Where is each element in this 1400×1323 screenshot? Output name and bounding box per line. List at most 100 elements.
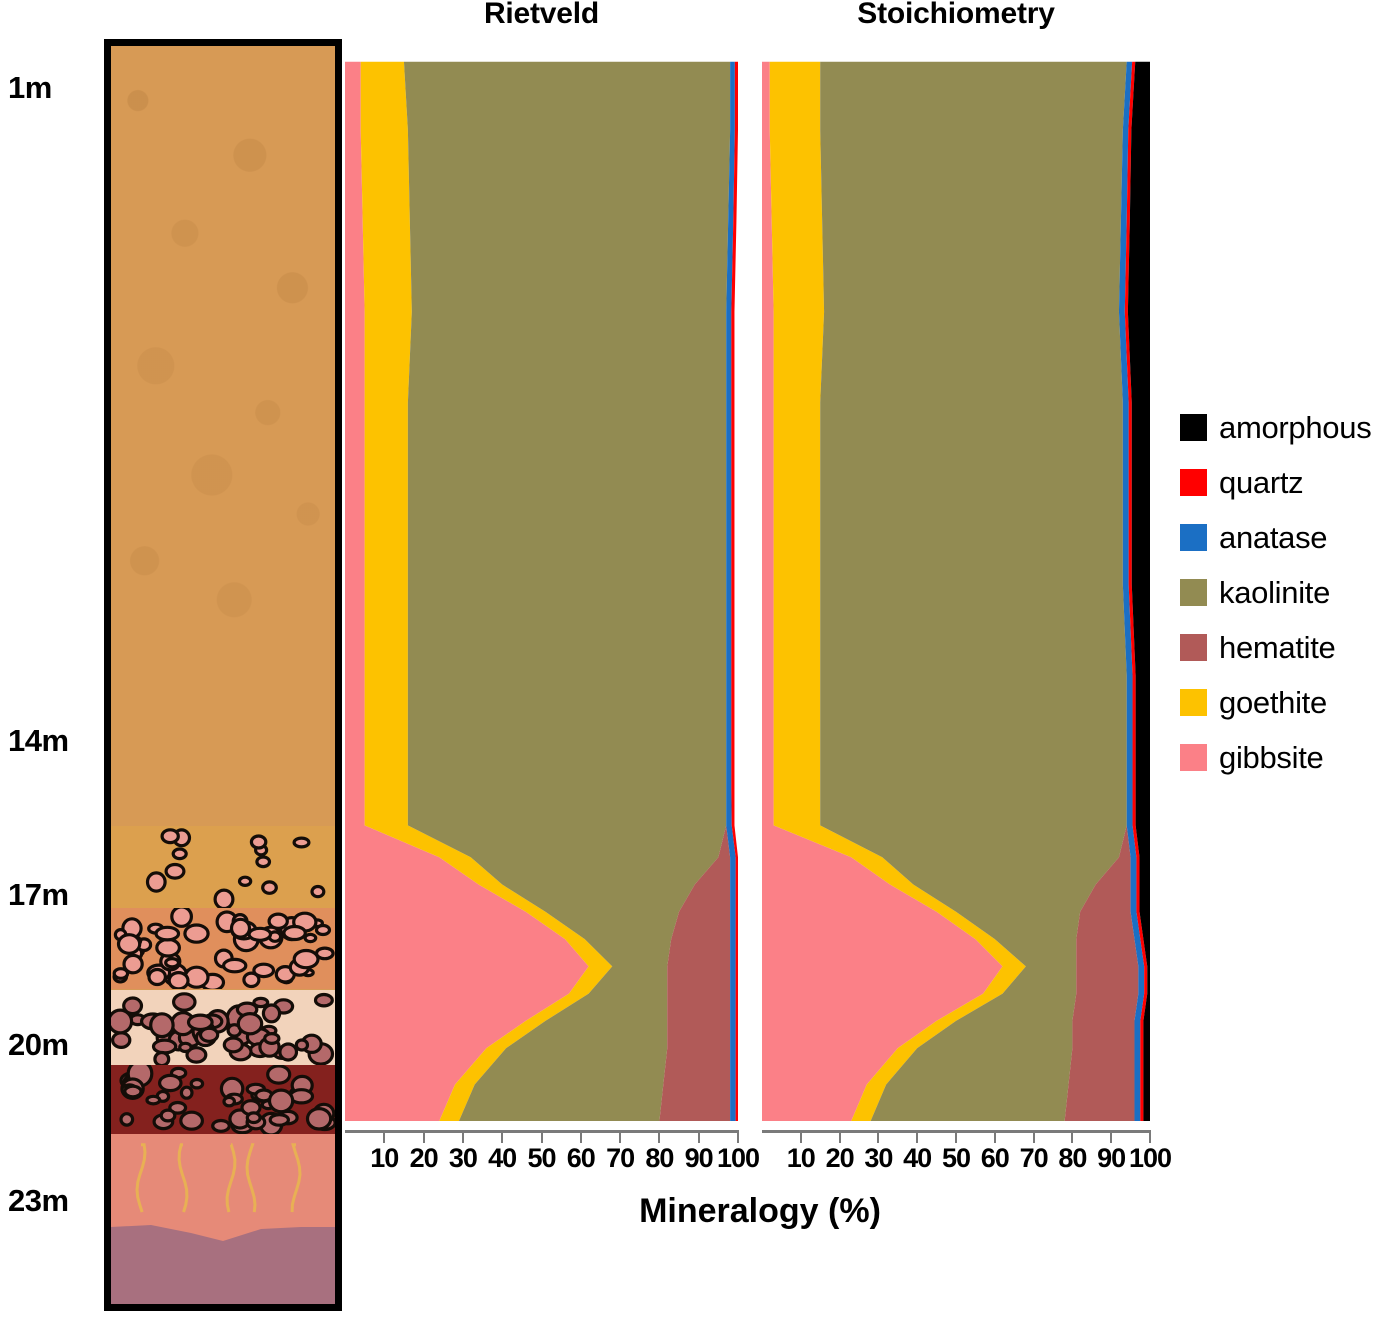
tick-mark-50 <box>540 1130 543 1143</box>
area-quartz <box>731 61 738 1121</box>
tick-label-40: 40 <box>488 1143 517 1173</box>
legend-item-goethite[interactable]: goethite <box>1180 675 1395 730</box>
tick-label-50: 50 <box>527 1143 556 1173</box>
legend-swatch-kaolinite <box>1180 579 1207 606</box>
core-log-column <box>104 39 342 1311</box>
legend-item-amorphous[interactable]: amorphous <box>1180 400 1395 455</box>
chart-panel-rietveld <box>345 39 738 1130</box>
area-kaolinite <box>403 61 731 1121</box>
tick-mark-70 <box>619 1130 622 1143</box>
tick-label-90: 90 <box>1097 1143 1126 1173</box>
area-amorphous <box>1127 61 1150 1121</box>
core-layer-hematitic-nodular-zone <box>111 1064 335 1135</box>
core-layer-pisolitic-zone <box>111 907 335 990</box>
area-goethite <box>360 61 613 1121</box>
tick-mark-80 <box>658 1130 661 1143</box>
area-anatase <box>1118 61 1145 1121</box>
tick-mark-40 <box>916 1130 919 1143</box>
tick-mark-100 <box>1149 1130 1151 1143</box>
tick-label-100: 100 <box>716 1143 760 1173</box>
legend-label-goethite: goethite <box>1219 684 1327 720</box>
tick-label-70: 70 <box>606 1143 635 1173</box>
legend-label-anatase: anatase <box>1219 519 1328 555</box>
depth-label-23m: 23m <box>8 1183 69 1218</box>
panel-title-rietveld: Rietveld <box>483 0 600 30</box>
tick-mark-20 <box>422 1130 425 1143</box>
core-layer-basal-saprolite <box>111 1225 335 1304</box>
tick-label-90: 90 <box>684 1143 714 1173</box>
stacked-area-stoichiometry <box>762 61 1150 1121</box>
legend-swatch-hematite <box>1180 634 1207 661</box>
tick-mark-50 <box>955 1130 957 1143</box>
area-gibbsite <box>345 61 589 1121</box>
legend-label-gibbsite: gibbsite <box>1219 739 1324 775</box>
legend-item-kaolinite[interactable]: kaolinite <box>1180 565 1395 620</box>
tick-label-80: 80 <box>1058 1143 1087 1173</box>
tick-label-50: 50 <box>941 1143 971 1173</box>
legend-swatch-anatase <box>1180 524 1207 551</box>
tick-mark-100 <box>737 1130 739 1143</box>
legend-label-hematite: hematite <box>1219 629 1336 665</box>
area-kaolinite <box>820 61 1127 1121</box>
tick-mark-60 <box>993 1130 996 1143</box>
root-trace-pattern <box>135 1143 302 1213</box>
core-layer-upper-nodular-zone <box>111 825 335 908</box>
nodule-pattern <box>111 991 335 1065</box>
legend-label-quartz: quartz <box>1219 464 1304 500</box>
tick-mark-30 <box>461 1130 464 1143</box>
legend-swatch-goethite <box>1180 689 1207 716</box>
tick-mark-60 <box>579 1130 582 1143</box>
tick-mark-30 <box>877 1130 880 1143</box>
nodule-pattern <box>119 1064 335 1135</box>
tick-label-80: 80 <box>645 1143 674 1173</box>
tick-mark-90 <box>1110 1130 1113 1143</box>
tick-mark-70 <box>1032 1130 1035 1143</box>
tick-label-60: 60 <box>980 1143 1010 1173</box>
legend-swatch-quartz <box>1180 469 1207 496</box>
legend-item-anatase[interactable]: anatase <box>1180 510 1395 565</box>
tick-label-60: 60 <box>566 1143 596 1173</box>
tick-mark-90 <box>697 1130 700 1143</box>
tick-label-30: 30 <box>864 1143 893 1173</box>
x-axis-title: Mineralogy (%) <box>639 1192 881 1230</box>
legend-item-gibbsite[interactable]: gibbsite <box>1180 730 1395 785</box>
legend: amorphous quartz anatase kaolinite hematite g… <box>1180 400 1395 785</box>
nodule-pattern <box>145 828 326 908</box>
chart-panel-stoichiometry <box>762 39 1150 1130</box>
area-gibbsite <box>762 61 1003 1121</box>
tick-mark-40 <box>501 1130 504 1143</box>
tick-mark-10 <box>383 1130 386 1143</box>
area-hematite <box>1064 61 1139 1121</box>
area-anatase <box>726 61 736 1121</box>
depth-label-1m: 1m <box>8 70 52 105</box>
core-layer-pale-mottled-zone <box>111 989 335 1065</box>
tick-label-20: 20 <box>409 1143 439 1173</box>
tick-mark-20 <box>838 1130 841 1143</box>
panel-title-stoichiometry: Stoichiometry <box>857 0 1055 30</box>
nodule-pattern <box>112 907 335 990</box>
area-quartz <box>1124 61 1148 1121</box>
tick-label-10: 10 <box>786 1143 816 1173</box>
tick-label-20: 20 <box>825 1143 855 1173</box>
tick-label-10: 10 <box>370 1143 399 1173</box>
saprolite-contact <box>111 1225 335 1244</box>
legend-label-amorphous: amorphous <box>1219 409 1372 445</box>
area-goethite <box>769 61 1026 1121</box>
area-hematite <box>659 61 731 1121</box>
tick-mark-80 <box>1071 1130 1074 1143</box>
tick-label-70: 70 <box>1019 1143 1049 1173</box>
legend-item-quartz[interactable]: quartz <box>1180 455 1395 510</box>
depth-label-14m: 14m <box>8 723 69 758</box>
tick-label-100: 100 <box>1128 1143 1172 1173</box>
legend-label-kaolinite: kaolinite <box>1219 574 1331 610</box>
tick-label-40: 40 <box>903 1143 932 1173</box>
legend-item-hematite[interactable]: hematite <box>1180 620 1395 675</box>
tick-label-30: 30 <box>448 1143 478 1173</box>
depth-label-20m: 20m <box>8 1027 69 1062</box>
legend-swatch-amorphous <box>1180 414 1207 441</box>
legend-swatch-gibbsite <box>1180 744 1207 771</box>
core-layer-mottled-saprolite <box>111 1134 335 1242</box>
